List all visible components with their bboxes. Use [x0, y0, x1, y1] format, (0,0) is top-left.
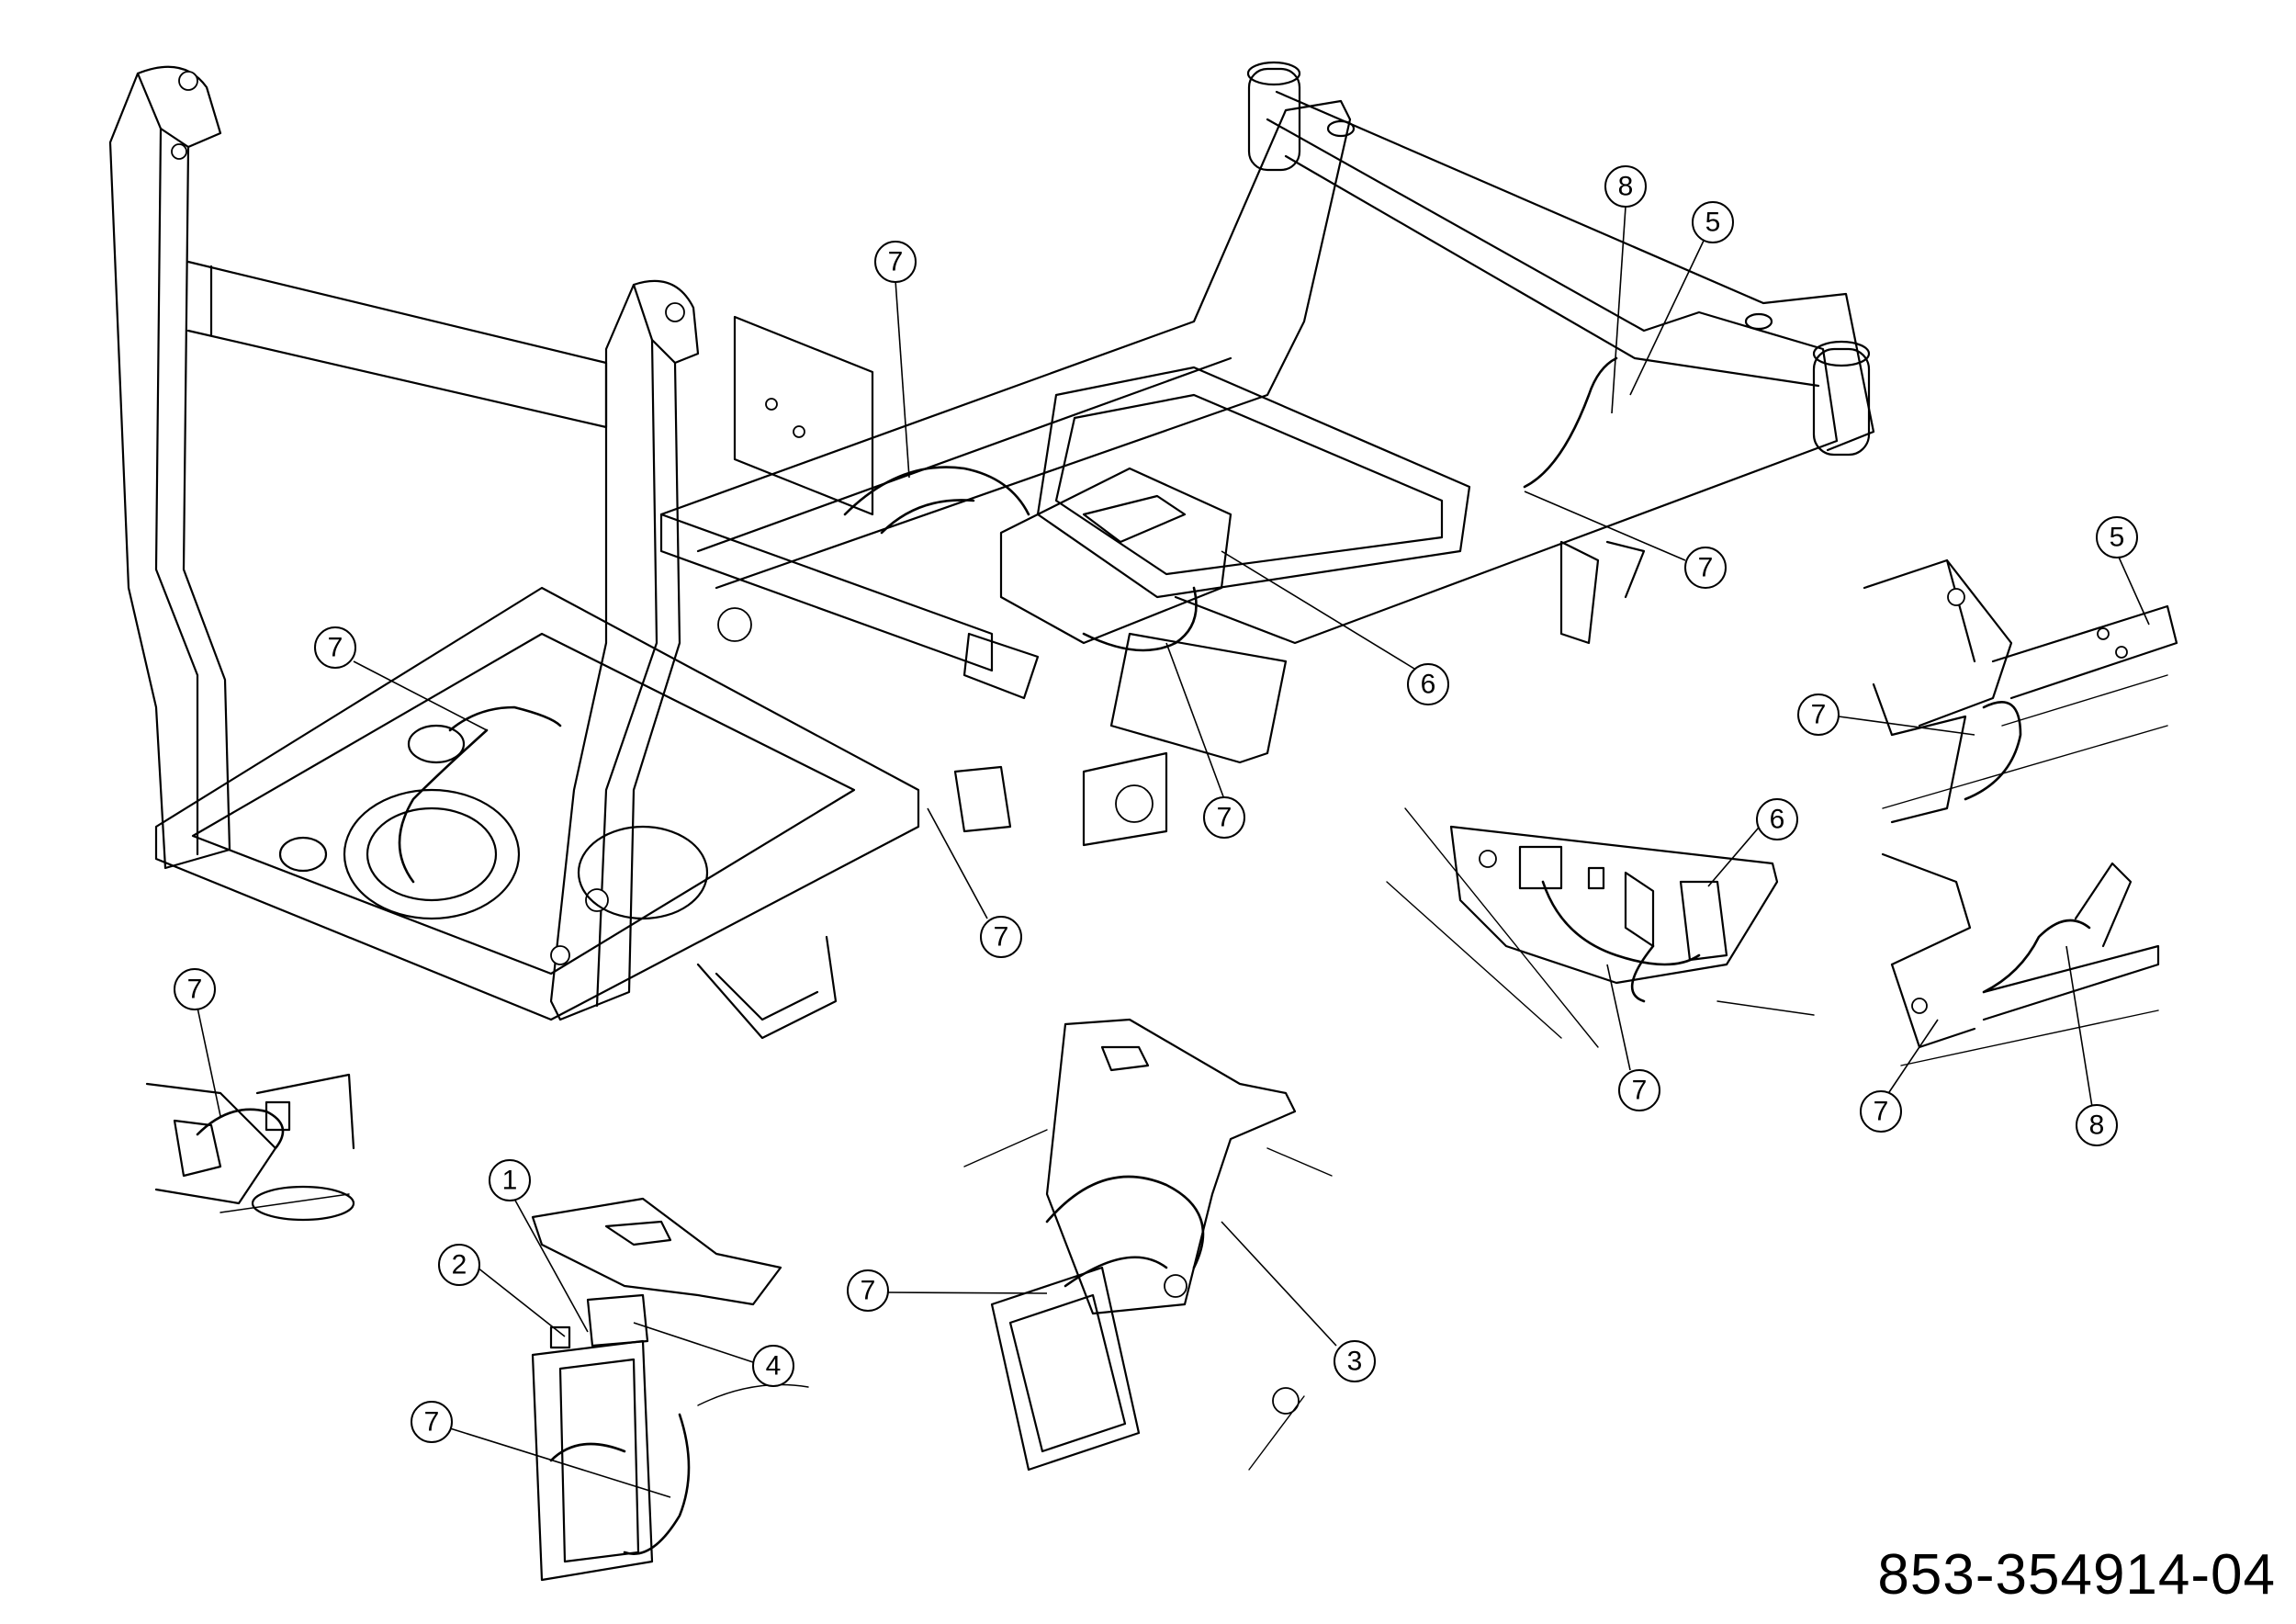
callout-bubble: 7	[1860, 1090, 1902, 1133]
callout-label: 7	[1632, 1076, 1648, 1106]
callout-label: 8	[1618, 172, 1634, 202]
callout-label: 7	[1874, 1097, 1889, 1127]
callout-label: 4	[766, 1351, 782, 1382]
detail-view-item-5	[1863, 558, 2178, 824]
callout-bubble: 7	[1618, 1069, 1660, 1111]
callout-bubble: 7	[980, 916, 1022, 958]
callout-bubble: 8	[1604, 165, 1647, 208]
callout-bubble: 7	[314, 626, 356, 669]
callout-label: 7	[994, 922, 1009, 953]
callout-bubble: 7	[874, 241, 917, 283]
callout-bubble: 7	[1203, 796, 1245, 839]
callout-bubble: 5	[1692, 201, 1734, 243]
callout-bubble: 7	[174, 968, 216, 1010]
callout-bubble: 8	[2076, 1104, 2118, 1146]
callout-label: 6	[1421, 670, 1436, 700]
detail-view-items-1-2-4	[531, 1197, 809, 1582]
callout-bubble: 7	[411, 1401, 453, 1443]
callout-label: 8	[2089, 1111, 2105, 1141]
callout-label: 3	[1347, 1347, 1363, 1377]
callout-label: 7	[424, 1407, 440, 1438]
callout-label: 7	[861, 1276, 876, 1306]
callout-bubble: 7	[1797, 694, 1840, 736]
callout-label: 7	[187, 975, 203, 1005]
callout-bubble: 7	[847, 1269, 889, 1312]
main-frame-assembly	[108, 61, 1875, 1040]
callout-label: 7	[1811, 700, 1827, 730]
callout-label: 6	[1770, 805, 1785, 835]
detail-view-item-6	[1386, 807, 1815, 1048]
callout-bubble: 5	[2096, 516, 2138, 558]
callout-bubble: 7	[1684, 547, 1727, 589]
callout-bubble: 6	[1407, 663, 1449, 705]
callout-label: 1	[502, 1166, 518, 1196]
callout-label: 5	[2110, 523, 2125, 553]
callout-bubble: 2	[438, 1244, 480, 1286]
callout-bubble: 3	[1334, 1340, 1376, 1382]
callout-label: 7	[328, 633, 343, 663]
callout-label: 2	[452, 1250, 467, 1280]
callouts: 7 8 5 7 6 7 7 7 5 7 6 7 7 8 7	[174, 165, 2150, 1498]
callout-label: 7	[1698, 553, 1714, 583]
detail-view-item-8	[1881, 852, 2160, 1066]
callout-label: 7	[888, 247, 904, 277]
callout-bubble: 4	[752, 1345, 794, 1387]
detail-view-item-3	[963, 1018, 1333, 1472]
detail-view-bottom-left	[145, 1073, 355, 1222]
document-number: 853-354914-04	[1877, 1543, 2276, 1607]
callout-bubble: 6	[1756, 798, 1798, 840]
callout-label: 5	[1705, 208, 1721, 238]
callout-bubble: 1	[489, 1159, 531, 1201]
callout-label: 7	[1217, 803, 1232, 833]
